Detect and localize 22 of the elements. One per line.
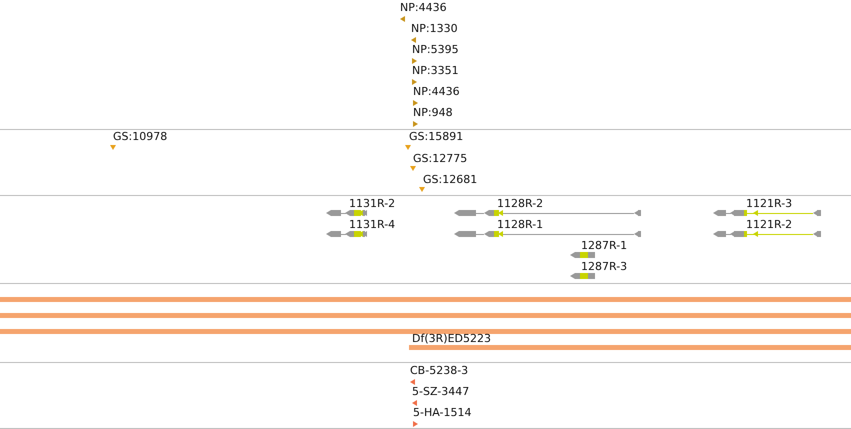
gene-label: 1128R-1 (497, 218, 544, 231)
insertion-label: GS:10978 (113, 130, 168, 143)
insertion-label: NP:4436 (400, 1, 447, 14)
insertion-label: GS:12681 (423, 173, 478, 186)
deletion-label: Df(3R)ED5223 (412, 332, 491, 345)
gene-label: 1128R-2 (497, 197, 544, 210)
insertion-label: 5-HA-1514 (413, 406, 472, 419)
gene-label: 1131R-4 (349, 218, 396, 231)
insertion-label: NP:948 (413, 106, 453, 119)
gene-label: 1287R-1 (581, 239, 628, 252)
insertion-label: 5-SZ-3447 (412, 385, 470, 398)
insertion-label: CB-5238-3 (410, 364, 468, 377)
insertion-label: NP:4436 (413, 85, 460, 98)
gene-label: 1121R-2 (746, 218, 792, 231)
insertion-label: GS:15891 (409, 130, 464, 143)
gene-label: 1131R-2 (349, 197, 396, 210)
gene-label: 1287R-3 (581, 260, 628, 273)
insertion-label: NP:3351 (412, 64, 459, 77)
insertion-label: NP:5395 (412, 43, 459, 56)
insertion-label: NP:1330 (411, 22, 458, 35)
gene-label: 1121R-3 (746, 197, 792, 210)
insertion-label: GS:12775 (413, 152, 468, 165)
